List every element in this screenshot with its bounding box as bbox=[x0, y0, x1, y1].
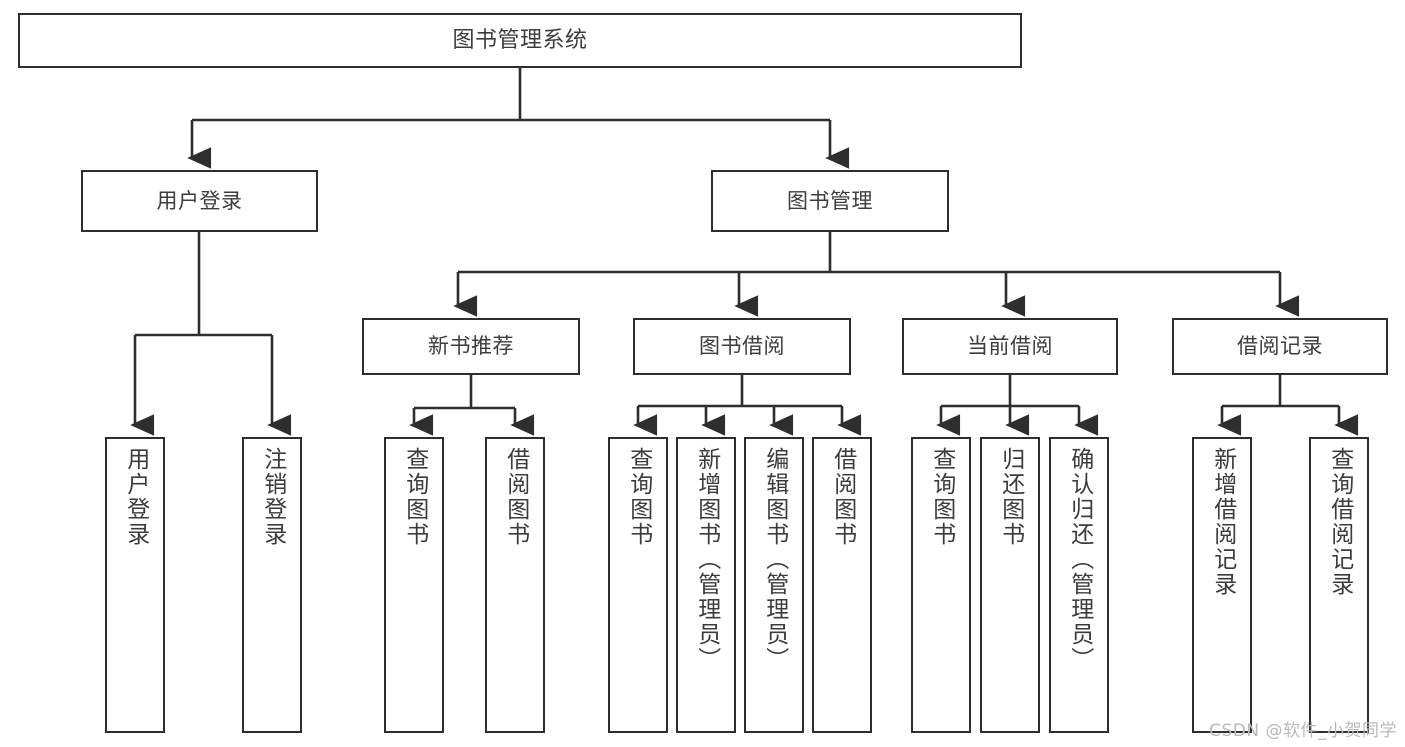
node-new-book-recommend[interactable]: 新书推荐 bbox=[362, 318, 580, 375]
leaf-borrow-book-2[interactable]: 借阅图书 bbox=[812, 437, 872, 733]
node-user-login[interactable]: 用户登录 bbox=[81, 170, 318, 232]
leaf-return-book[interactable]: 归还图书 bbox=[980, 437, 1040, 733]
node-label: 查询借阅记录 bbox=[1326, 447, 1353, 597]
node-label: 用户登录 bbox=[156, 188, 243, 213]
leaf-query-book-1[interactable]: 查询图书 bbox=[384, 437, 444, 733]
leaf-query-book-2[interactable]: 查询图书 bbox=[608, 437, 668, 733]
node-label: 借阅图书 bbox=[829, 447, 856, 547]
leaf-logout-login[interactable]: 注销登录 bbox=[242, 437, 302, 733]
node-book-manage[interactable]: 图书管理 bbox=[711, 170, 949, 232]
leaf-add-record[interactable]: 新增借阅记录 bbox=[1192, 437, 1252, 733]
leaf-edit-book[interactable]: 编辑图书（管理员） bbox=[744, 437, 804, 733]
csdn-watermark: CSDN @软件_小贺同学 bbox=[1209, 721, 1397, 741]
leaf-query-book-3[interactable]: 查询图书 bbox=[911, 437, 971, 733]
leaf-add-book[interactable]: 新增图书（管理员） bbox=[676, 437, 736, 733]
leaf-query-record[interactable]: 查询借阅记录 bbox=[1309, 437, 1369, 733]
node-label: 编辑图书（管理员） bbox=[761, 447, 788, 672]
node-label: 借阅记录 bbox=[1237, 334, 1323, 359]
leaf-user-login[interactable]: 用户登录 bbox=[105, 437, 165, 733]
node-label: 归还图书 bbox=[997, 447, 1024, 547]
node-current-borrow[interactable]: 当前借阅 bbox=[902, 318, 1118, 375]
leaf-confirm-return[interactable]: 确认归还（管理员） bbox=[1049, 437, 1109, 733]
node-label: 新增图书（管理员） bbox=[693, 447, 720, 672]
node-label: 确认归还（管理员） bbox=[1066, 447, 1093, 672]
node-label: 图书管理 bbox=[787, 188, 873, 213]
node-label: 查询图书 bbox=[401, 447, 428, 547]
node-label: 图书借阅 bbox=[699, 334, 785, 359]
node-label: 注销登录 bbox=[259, 447, 286, 547]
node-label: 新书推荐 bbox=[428, 334, 514, 359]
node-label: 图书管理系统 bbox=[452, 27, 588, 53]
node-label: 查询图书 bbox=[625, 447, 652, 547]
node-label: 查询图书 bbox=[928, 447, 955, 547]
node-label: 用户登录 bbox=[122, 447, 149, 547]
node-label: 新增借阅记录 bbox=[1209, 447, 1236, 597]
node-label: 借阅图书 bbox=[502, 447, 529, 547]
node-label: 当前借阅 bbox=[967, 334, 1053, 359]
node-borrow-record[interactable]: 借阅记录 bbox=[1172, 318, 1388, 375]
node-book-borrow[interactable]: 图书借阅 bbox=[633, 318, 851, 375]
node-root-book-management-system[interactable]: 图书管理系统 bbox=[18, 13, 1022, 68]
leaf-borrow-book-1[interactable]: 借阅图书 bbox=[485, 437, 545, 733]
